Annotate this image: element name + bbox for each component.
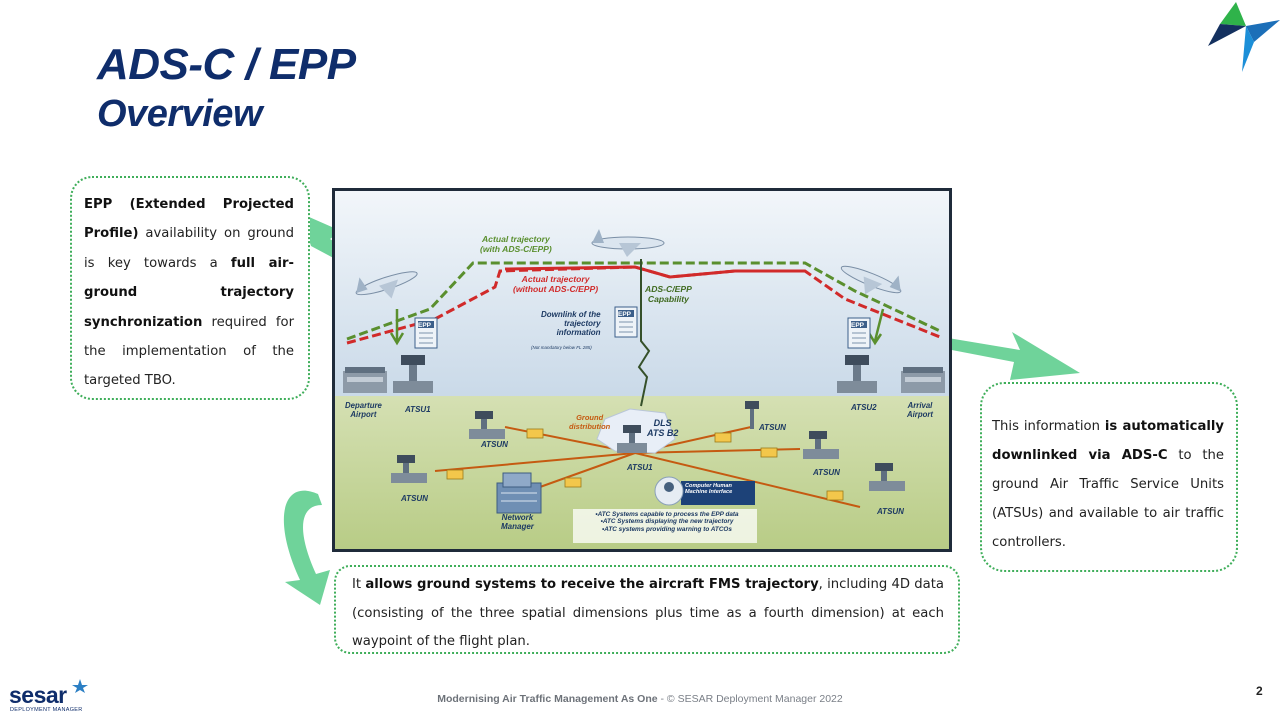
trajectory-with-epp: [346, 261, 941, 341]
callout-left-text-2: required for the implementation of the t…: [84, 314, 294, 389]
label-atsu1-left: ATSU1: [405, 405, 431, 414]
atc-list-item-2: •ATC Systems displaying the new trajecto…: [600, 518, 734, 526]
atc-list: •ATC Systems capable to process the EPP …: [579, 511, 755, 533]
callout-right-text-2: to the ground Air Traffic Service Units …: [992, 448, 1224, 550]
label-atsu1-center: ATSU1: [627, 463, 653, 472]
network-manager-building-icon: [496, 472, 542, 514]
label-chmi: Computer Human Machine Interface: [685, 483, 733, 496]
label-epp-right: EPP: [851, 322, 865, 329]
atsun-1-icon: [469, 411, 505, 439]
label-atsun-4: ATSUN: [813, 468, 840, 477]
label-arrival-airport: Arrival Airport: [907, 401, 933, 419]
label-dls: DLS ATS B2: [647, 418, 679, 439]
aircraft-left-icon: [355, 271, 418, 299]
downlink-arrow-right: [867, 308, 885, 346]
label-epp-left: EPP: [418, 322, 432, 329]
page-subtitle: Overview: [97, 93, 263, 135]
callout-bottom-bold-1: allows ground systems to receive the air…: [365, 577, 819, 592]
label-atsun-2: ATSUN: [401, 494, 428, 503]
callout-left-text-1: availability on ground is key towards a: [84, 226, 294, 271]
callout-left-bold-1: EPP (Extended Projected Profile): [84, 197, 294, 242]
sesar-logo-word: sesar: [9, 682, 67, 708]
callout-fms-trajectory: It allows ground systems to receive the …: [334, 565, 960, 654]
atsun-4-icon: [803, 431, 839, 459]
callout-right-text-1: This information: [992, 419, 1105, 434]
label-not-mandatory: (Not mandatory below FL 285): [531, 345, 592, 350]
atsun-5-icon: [869, 463, 905, 491]
atc-list-item-3: •ATC systems providing warning to ATCOs: [602, 525, 732, 533]
label-actual-without: Actual trajectory (without ADS-C/EPP): [513, 274, 599, 294]
atsun-2-icon: [391, 455, 427, 483]
departure-airport-icon: [343, 367, 387, 393]
label-downlink: Downlink of the trajectory information: [541, 310, 601, 338]
page-number: 2: [1256, 684, 1263, 698]
epp-doc-center-icon: [614, 306, 638, 338]
label-atsu2: ATSU2: [851, 403, 877, 412]
callout-left-text: EPP (Extended Projected Profile) availab…: [84, 190, 294, 396]
footer-rest: - © SESAR Deployment Manager 2022: [657, 693, 843, 705]
epp-envelope-icons: [446, 428, 844, 501]
callout-bottom-text-2: , including 4D data (consisting of the t…: [352, 577, 944, 649]
label-departure-airport: Departure Airport: [345, 401, 382, 419]
callout-bottom-text: It allows ground systems to receive the …: [352, 571, 944, 657]
atsu1-tower-left-icon: [393, 355, 433, 393]
ads-c-epp-diagram: Actual trajectory (with ADS-C/EPP) Actua…: [332, 188, 952, 552]
arrow-curved-down: [283, 490, 330, 605]
label-capability: ADS-C/EPP Capability: [645, 284, 692, 304]
sesar-logo-subtitle: DEPLOYMENT MANAGER: [10, 707, 83, 713]
callout-right-text: This information is automatically downli…: [992, 412, 1224, 557]
atsu1-center-tower-icon: [617, 425, 647, 453]
atc-list-box: [573, 509, 757, 543]
diagram-art: [335, 191, 949, 549]
callout-epp-availability: EPP (Extended Projected Profile) availab…: [70, 176, 310, 400]
label-atsun-1: ATSUN: [481, 440, 508, 449]
sesar-star-icon: [1208, 2, 1280, 72]
atc-list-item-1: •ATC Systems capable to process the EPP …: [595, 511, 739, 518]
epp-doc-right-icon: [847, 317, 871, 349]
page-title: ADS-C / EPP: [97, 40, 356, 89]
footer-bold: Modernising Air Traffic Management As On…: [437, 693, 658, 705]
label-atsun-5: ATSUN: [877, 507, 904, 516]
label-actual-with: Actual trajectory (with ADS-C/EPP): [480, 234, 552, 254]
atsu2-tower-icon: [837, 355, 877, 393]
callout-bottom-text-1: It: [352, 577, 366, 592]
atsun-3-icon: [745, 401, 759, 429]
label-atsun-3: ATSUN: [759, 423, 786, 432]
label-ground-distribution: Ground distribution: [569, 413, 611, 431]
downlink-arrow-left: [389, 309, 405, 346]
chmi-box: [681, 481, 755, 505]
label-epp-center: EPP: [618, 311, 632, 318]
downlink-arrow-center: [637, 259, 651, 407]
label-network-manager: Network Manager: [501, 513, 534, 532]
callout-left-bold-2: full air-ground trajectory synchronizati…: [84, 255, 294, 330]
trajectory-without-solid: [504, 265, 805, 279]
callout-downlink: This information is automatically downli…: [980, 382, 1238, 572]
arrival-airport-icon: [901, 367, 945, 393]
footer-text: Modernising Air Traffic Management As On…: [0, 693, 1280, 705]
epp-doc-left-icon: [414, 317, 438, 349]
aircraft-right-icon: [840, 265, 902, 295]
sesar-logo-star-icon: [72, 679, 88, 693]
callout-right-bold-1: is automatically downlinked via ADS-C: [992, 419, 1224, 463]
aircraft-center-icon: [591, 229, 665, 257]
